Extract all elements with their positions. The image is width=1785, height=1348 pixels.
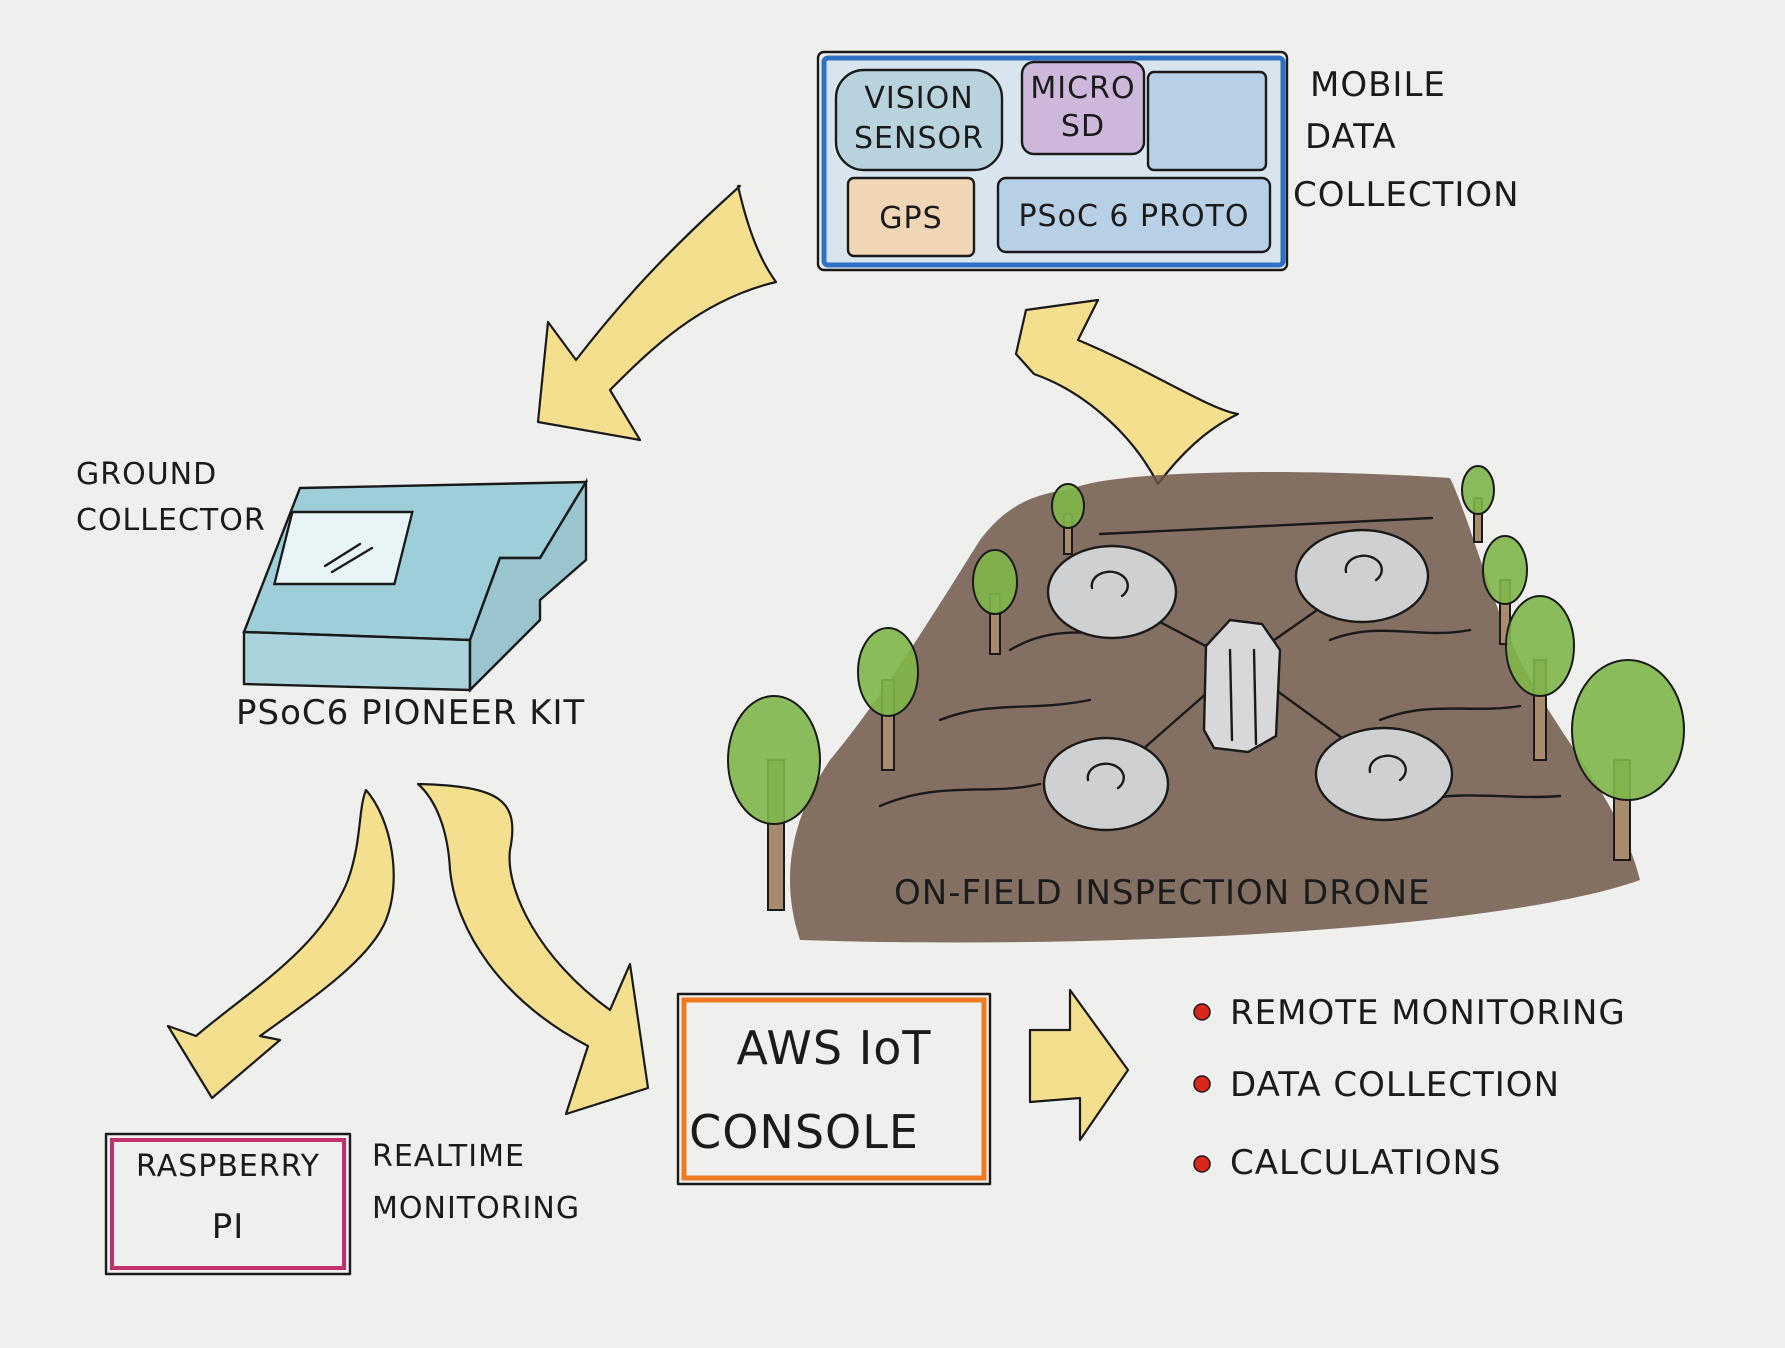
psoc6-proto-module: [996, 176, 1272, 254]
bullet-icon: [1193, 1003, 1211, 1021]
aws-label-line1: AWS IoT: [736, 1021, 931, 1075]
tree-left-large: [727, 695, 821, 911]
output-item-remote-monitoring: REMOTE MONITORING: [1230, 993, 1626, 1033]
ground-collector-label-line1: GROUND: [76, 457, 217, 492]
bullet-icon: [1193, 1075, 1211, 1093]
pioneer-kit-display: [272, 510, 414, 586]
outputs-list: REMOTE MONITORING DATA COLLECTION CALCUL…: [1193, 993, 1626, 1183]
pioneer-kit-front: [242, 630, 472, 692]
raspberry-pi-node: RASPBERRY PI REALTIME MONITORING: [104, 1132, 580, 1276]
arrow-aws-to-outputs: [1028, 988, 1130, 1142]
drone-scene: ON-FIELD INSPECTION DRONE: [727, 465, 1685, 943]
tree-top-left: [1051, 483, 1085, 555]
gps-module: [846, 176, 976, 258]
mobile-unit-title-line1: MOBILE: [1310, 65, 1446, 105]
ground-collector-board: GROUND COLLECTOR PSoC6 PIONEER KIT: [76, 457, 589, 733]
arrow-ground-to-aws: [416, 782, 650, 1116]
mobile-data-collection-unit: VISION SENSOR MICRO SD GPS PSoC 6 PROTO …: [816, 50, 1520, 272]
aws-label-line2: CONSOLE: [689, 1105, 919, 1159]
drone-label: ON-FIELD INSPECTION DRONE: [894, 873, 1431, 913]
raspberry-pi-label-line1: RASPBERRY: [136, 1149, 320, 1184]
tree-right-large: [1571, 659, 1685, 861]
mobile-unit-title-line3: COLLECTION: [1293, 175, 1520, 215]
mobile-unit-title-line2: DATA: [1305, 117, 1397, 157]
arrow-mobile-to-ground: [536, 184, 778, 442]
output-item-data-collection: DATA COLLECTION: [1230, 1065, 1560, 1105]
aws-iot-console-node: AWS IoT CONSOLE: [676, 992, 992, 1186]
realtime-monitoring-line1: REALTIME: [372, 1139, 525, 1174]
realtime-monitoring-line2: MONITORING: [372, 1191, 580, 1226]
gps-label: GPS: [879, 201, 942, 236]
rotor-front-right: [1294, 528, 1430, 624]
rotor-back-left: [1042, 736, 1170, 832]
micro-sd-label-line2: SD: [1061, 109, 1105, 144]
vision-sensor-label-line2: SENSOR: [854, 121, 984, 156]
output-item-calculations: CALCULATIONS: [1230, 1143, 1501, 1183]
vision-sensor-module: [834, 68, 1004, 172]
drone-body: [1202, 618, 1282, 754]
ground-collector-label-line2: COLLECTOR: [76, 503, 266, 538]
micro-sd-module: [1020, 60, 1146, 156]
tree-left-back: [972, 549, 1018, 655]
pioneer-kit-side: [468, 477, 588, 693]
micro-sd-label-line1: MICRO: [1030, 71, 1135, 106]
arrow-drone-to-mobile: [1014, 298, 1240, 486]
tree-left-small: [857, 627, 919, 771]
arrow-ground-to-raspberry: [166, 788, 395, 1100]
proto-board-area: [1146, 70, 1268, 172]
tree-top-right: [1461, 465, 1495, 543]
vision-sensor-label-line1: VISION: [864, 81, 973, 116]
bullet-icon: [1193, 1155, 1211, 1173]
tree-right-small: [1482, 535, 1528, 645]
tree-right-mid: [1505, 595, 1575, 761]
rotor-back-right: [1314, 726, 1454, 822]
pioneer-kit-label: PSoC6 PIONEER KIT: [236, 693, 585, 733]
rotor-front-left: [1046, 544, 1178, 640]
inspection-drone: [1042, 528, 1454, 832]
psoc6-proto-label: PSoC 6 PROTO: [1018, 199, 1249, 234]
raspberry-pi-label-line2: PI: [212, 1207, 245, 1247]
